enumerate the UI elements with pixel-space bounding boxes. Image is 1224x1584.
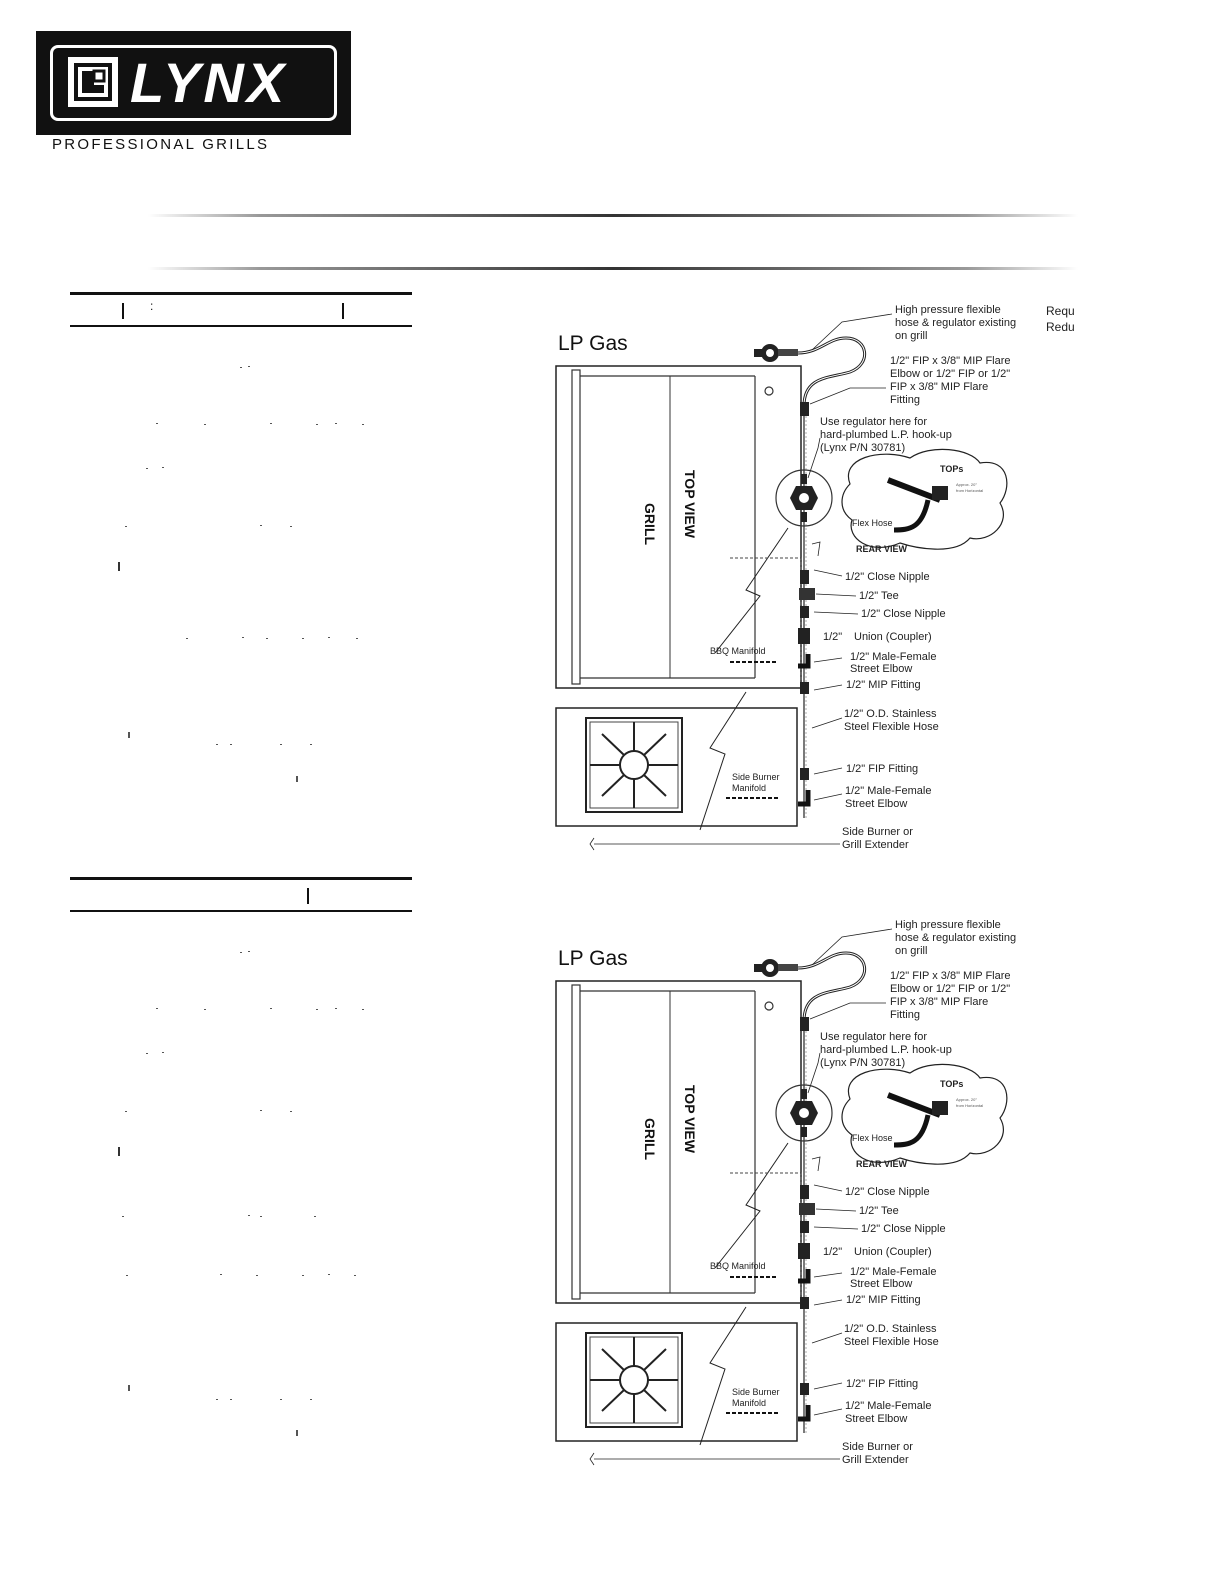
fip-fitting-label: 1/2" FIP Fitting xyxy=(846,1378,918,1390)
diagram-title: LP Gas xyxy=(558,332,628,355)
section-header-2 xyxy=(70,877,412,912)
od-hose-label-2: Steel Flexible Hose xyxy=(844,721,939,733)
header-glyph xyxy=(342,303,344,319)
approx-label-1: Approx. 20° xyxy=(956,482,977,487)
elbow-label-4: Fitting xyxy=(890,1009,920,1021)
faded-body-text-1 xyxy=(70,340,412,820)
side-burner-label-2: Grill Extender xyxy=(842,1454,909,1466)
od-hose-label-1: 1/2" O.D. Stainless xyxy=(844,708,937,720)
od-hose-label-1: 1/2" O.D. Stainless xyxy=(844,1323,937,1335)
side-burner-label-2: Grill Extender xyxy=(842,839,909,851)
male-female-label-1b: Street Elbow xyxy=(850,663,912,675)
high-pressure-label-2: hose & regulator existing xyxy=(895,932,1016,944)
approx-label-2: from Horizontal xyxy=(956,488,983,493)
approx-label-2: from Horizontal xyxy=(956,1103,983,1108)
side-burner-manifold-label-1: Side Burner xyxy=(732,1387,780,1397)
tops-label: TOPs xyxy=(940,1079,963,1089)
regulator-label-3: (Lynx P/N 30781) xyxy=(820,1057,905,1069)
elbow-label-2: Elbow or 1/2" FIP or 1/2" xyxy=(890,983,1010,995)
diagram-body: LP Gas GRILL TOP VIEW BBQ Manifold Side … xyxy=(555,304,1016,851)
elbow-label-3: FIP x 3/8" MIP Flare xyxy=(890,381,988,393)
high-pressure-label-1: High pressure flexible xyxy=(895,304,1001,316)
male-female-label-2a: 1/2" Male-Female xyxy=(845,785,931,797)
header-colon: : xyxy=(150,299,154,313)
side-burner-manifold-label-2: Manifold xyxy=(732,1398,766,1408)
section-header-1: : xyxy=(70,292,412,327)
header-rule-top xyxy=(148,214,1078,217)
header-glyph xyxy=(122,303,124,319)
regulator-label-1: Use regulator here for xyxy=(820,416,927,428)
close-nipple-label-2: 1/2" Close Nipple xyxy=(861,608,946,620)
lynx-logo-mark-icon xyxy=(68,57,118,107)
elbow-label-4: Fitting xyxy=(890,394,920,406)
high-pressure-label-3: on grill xyxy=(895,945,927,957)
edge-text-line-2: Redu xyxy=(1046,320,1075,334)
logo-text: LYNX xyxy=(130,51,288,114)
union-label: Union (Coupler) xyxy=(854,1246,932,1258)
header-glyph xyxy=(307,888,309,904)
male-female-label-1a: 1/2" Male-Female xyxy=(850,1266,936,1278)
elbow-label-3: FIP x 3/8" MIP Flare xyxy=(890,996,988,1008)
regulator-label-2: hard-plumbed L.P. hook-up xyxy=(820,1044,952,1056)
tops-label: TOPs xyxy=(940,464,963,474)
mip-fitting-label: 1/2" MIP Fitting xyxy=(846,1294,921,1306)
diagram-title: LP Gas xyxy=(558,947,628,970)
high-pressure-label-2: hose & regulator existing xyxy=(895,317,1016,329)
high-pressure-label-3: on grill xyxy=(895,330,927,342)
edge-text-line-1: Requ xyxy=(1046,304,1075,318)
regulator-label-3: (Lynx P/N 30781) xyxy=(820,442,905,454)
logo-frame xyxy=(50,45,337,121)
mip-fitting-label: 1/2" MIP Fitting xyxy=(846,679,921,691)
header-rule-bottom xyxy=(148,267,1078,270)
union-size-label: 1/2" xyxy=(823,1246,842,1258)
tee-label: 1/2" Tee xyxy=(859,590,899,602)
bbq-manifold-label: BBQ Manifold xyxy=(710,1261,766,1271)
elbow-label-2: Elbow or 1/2" FIP or 1/2" xyxy=(890,368,1010,380)
close-nipple-label-1: 1/2" Close Nipple xyxy=(845,571,930,583)
union-size-label: 1/2" xyxy=(823,631,842,643)
flex-hose-label: Flex Hose xyxy=(852,518,893,528)
regulator-label-1: Use regulator here for xyxy=(820,1031,927,1043)
side-burner-label-1: Side Burner or xyxy=(842,1441,913,1453)
logo-tagline: PROFESSIONAL GRILLS xyxy=(52,136,270,153)
flex-hose-label: Flex Hose xyxy=(852,1133,893,1143)
faded-body-text-2 xyxy=(70,925,412,1445)
regulator-label-2: hard-plumbed L.P. hook-up xyxy=(820,429,952,441)
grill-label: GRILL xyxy=(642,503,658,545)
rear-view-label: REAR VIEW xyxy=(856,1159,908,1169)
elbow-label-1: 1/2" FIP x 3/8" MIP Flare xyxy=(890,970,1011,982)
union-label: Union (Coupler) xyxy=(854,631,932,643)
top-view-label: TOP VIEW xyxy=(682,1085,698,1154)
side-burner-label-1: Side Burner or xyxy=(842,826,913,838)
close-nipple-label-2: 1/2" Close Nipple xyxy=(861,1223,946,1235)
male-female-label-2b: Street Elbow xyxy=(845,1413,907,1425)
od-hose-label-2: Steel Flexible Hose xyxy=(844,1336,939,1348)
male-female-label-2b: Street Elbow xyxy=(845,798,907,810)
diagram-body: LP Gas GRILL TOP VIEW BBQ Manifold Side … xyxy=(555,919,1016,1466)
male-female-label-1b: Street Elbow xyxy=(850,1278,912,1290)
tee-label: 1/2" Tee xyxy=(859,1205,899,1217)
side-burner-manifold-label-1: Side Burner xyxy=(732,772,780,782)
elbow-label-1: 1/2" FIP x 3/8" MIP Flare xyxy=(890,355,1011,367)
registered-mark-icon: R xyxy=(352,128,362,138)
high-pressure-label-1: High pressure flexible xyxy=(895,919,1001,931)
close-nipple-label-1: 1/2" Close Nipple xyxy=(845,1186,930,1198)
lp-gas-diagram-1: LP Gas GRILL TOP VIEW BBQ Manifold Side … xyxy=(555,304,1016,851)
lynx-logo: LYNX R xyxy=(36,31,362,138)
grill-label: GRILL xyxy=(642,1118,658,1160)
approx-label-1: Approx. 20° xyxy=(956,1097,977,1102)
rear-view-label: REAR VIEW xyxy=(856,544,908,554)
male-female-label-2a: 1/2" Male-Female xyxy=(845,1400,931,1412)
side-burner-manifold-label-2: Manifold xyxy=(732,783,766,793)
cropped-edge-text: Requ Redu xyxy=(1046,303,1075,335)
top-view-label: TOP VIEW xyxy=(682,470,698,539)
fip-fitting-label: 1/2" FIP Fitting xyxy=(846,763,918,775)
bbq-manifold-label: BBQ Manifold xyxy=(710,646,766,656)
male-female-label-1a: 1/2" Male-Female xyxy=(850,651,936,663)
lp-gas-diagram-2: LP Gas GRILL TOP VIEW BBQ Manifold Side … xyxy=(555,919,1016,1466)
